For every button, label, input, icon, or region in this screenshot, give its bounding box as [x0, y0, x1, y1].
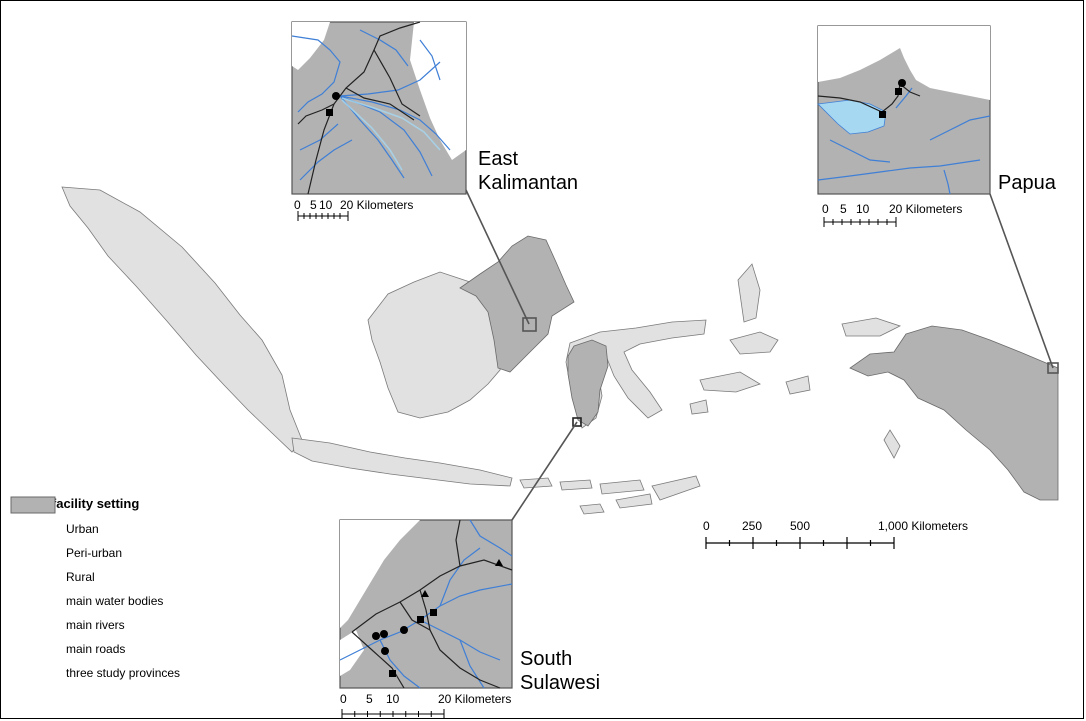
main-scale-tick-250: 250	[742, 519, 763, 533]
legend-item-water: main water bodies	[10, 496, 330, 613]
papua-scale-tick-0: 0	[822, 202, 829, 216]
legend-item-urban: Urban	[10, 499, 330, 541]
papua-label: Papua	[998, 172, 1056, 194]
ss-scale-tick-20: 20 Kilometers	[438, 692, 512, 706]
legend-item-river: main rivers	[10, 500, 330, 637]
legend-item-road: main roads	[10, 500, 330, 661]
maluku-islands	[689, 263, 902, 459]
map-legend: health facility setting Urban Peri-urban…	[10, 496, 330, 685]
legend-label-rural: Rural	[66, 570, 95, 584]
legend-item-province: three study provinces	[10, 496, 330, 685]
south-sulawesi-label-line2: Sulawesi	[520, 672, 601, 694]
papua-province	[849, 325, 1059, 501]
java-island	[291, 437, 513, 487]
south-sulawesi-inset	[339, 519, 513, 689]
main-scale-tick-1000: 1,000 Kilometers	[878, 519, 969, 533]
main-scale-tick-500: 500	[790, 519, 811, 533]
papua-scale-tick-10: 10	[856, 202, 870, 216]
ek-scale-tick-20: 20 Kilometers	[340, 198, 414, 212]
papua-scale-tick-5: 5	[840, 202, 847, 216]
legend-title: health facility setting	[10, 496, 140, 511]
main-scale-tick-0: 0	[703, 519, 710, 533]
legend-item-rural: Rural	[10, 499, 330, 589]
legend-label-peri-urban: Peri-urban	[66, 546, 123, 560]
ss-scale-tick-5: 5	[366, 692, 373, 706]
east-kalimantan-label-line2: Kalimantan	[478, 172, 579, 194]
east-kalimantan-label-line1: East	[478, 148, 519, 170]
lesser-sunda-islands	[519, 475, 701, 515]
borneo-island	[367, 271, 507, 419]
legend-label-urban: Urban	[66, 522, 99, 536]
legend-item-peri-urban: Peri-urban	[10, 499, 330, 565]
east-kalimantan-inset	[291, 21, 467, 195]
sumatra-island	[61, 186, 303, 453]
papua-inset	[817, 25, 991, 195]
papua-locator	[1047, 362, 1059, 374]
south-sulawesi-province	[567, 339, 609, 427]
ek-scale-bar	[297, 211, 349, 221]
east-kalimantan-locator	[522, 317, 537, 332]
legend-label-road: main roads	[66, 642, 126, 656]
ss-scale-bar	[341, 709, 445, 719]
south-sulawesi-label-line1: South	[520, 648, 573, 670]
east-kalimantan-connector	[465, 189, 530, 325]
papua-scale-tick-20: 20 Kilometers	[889, 202, 963, 216]
south-sulawesi-connector	[511, 421, 578, 521]
legend-label-water: main water bodies	[66, 594, 164, 608]
ek-scale-tick-10: 10	[319, 198, 333, 212]
papua-connector	[989, 193, 1054, 369]
east-kalimantan-province	[459, 235, 575, 373]
province-swatch-icon	[10, 496, 56, 514]
legend-label-river: main rivers	[66, 618, 125, 632]
south-sulawesi-locator	[572, 417, 582, 427]
ek-scale-tick-0: 0	[294, 198, 301, 212]
ss-scale-tick-0: 0	[340, 692, 347, 706]
legend-label-province: three study provinces	[66, 666, 181, 680]
main-scale-bar	[705, 537, 895, 549]
ek-scale-tick-5: 5	[310, 198, 317, 212]
papua-scale-bar	[823, 217, 897, 227]
ss-scale-tick-10: 10	[386, 692, 400, 706]
